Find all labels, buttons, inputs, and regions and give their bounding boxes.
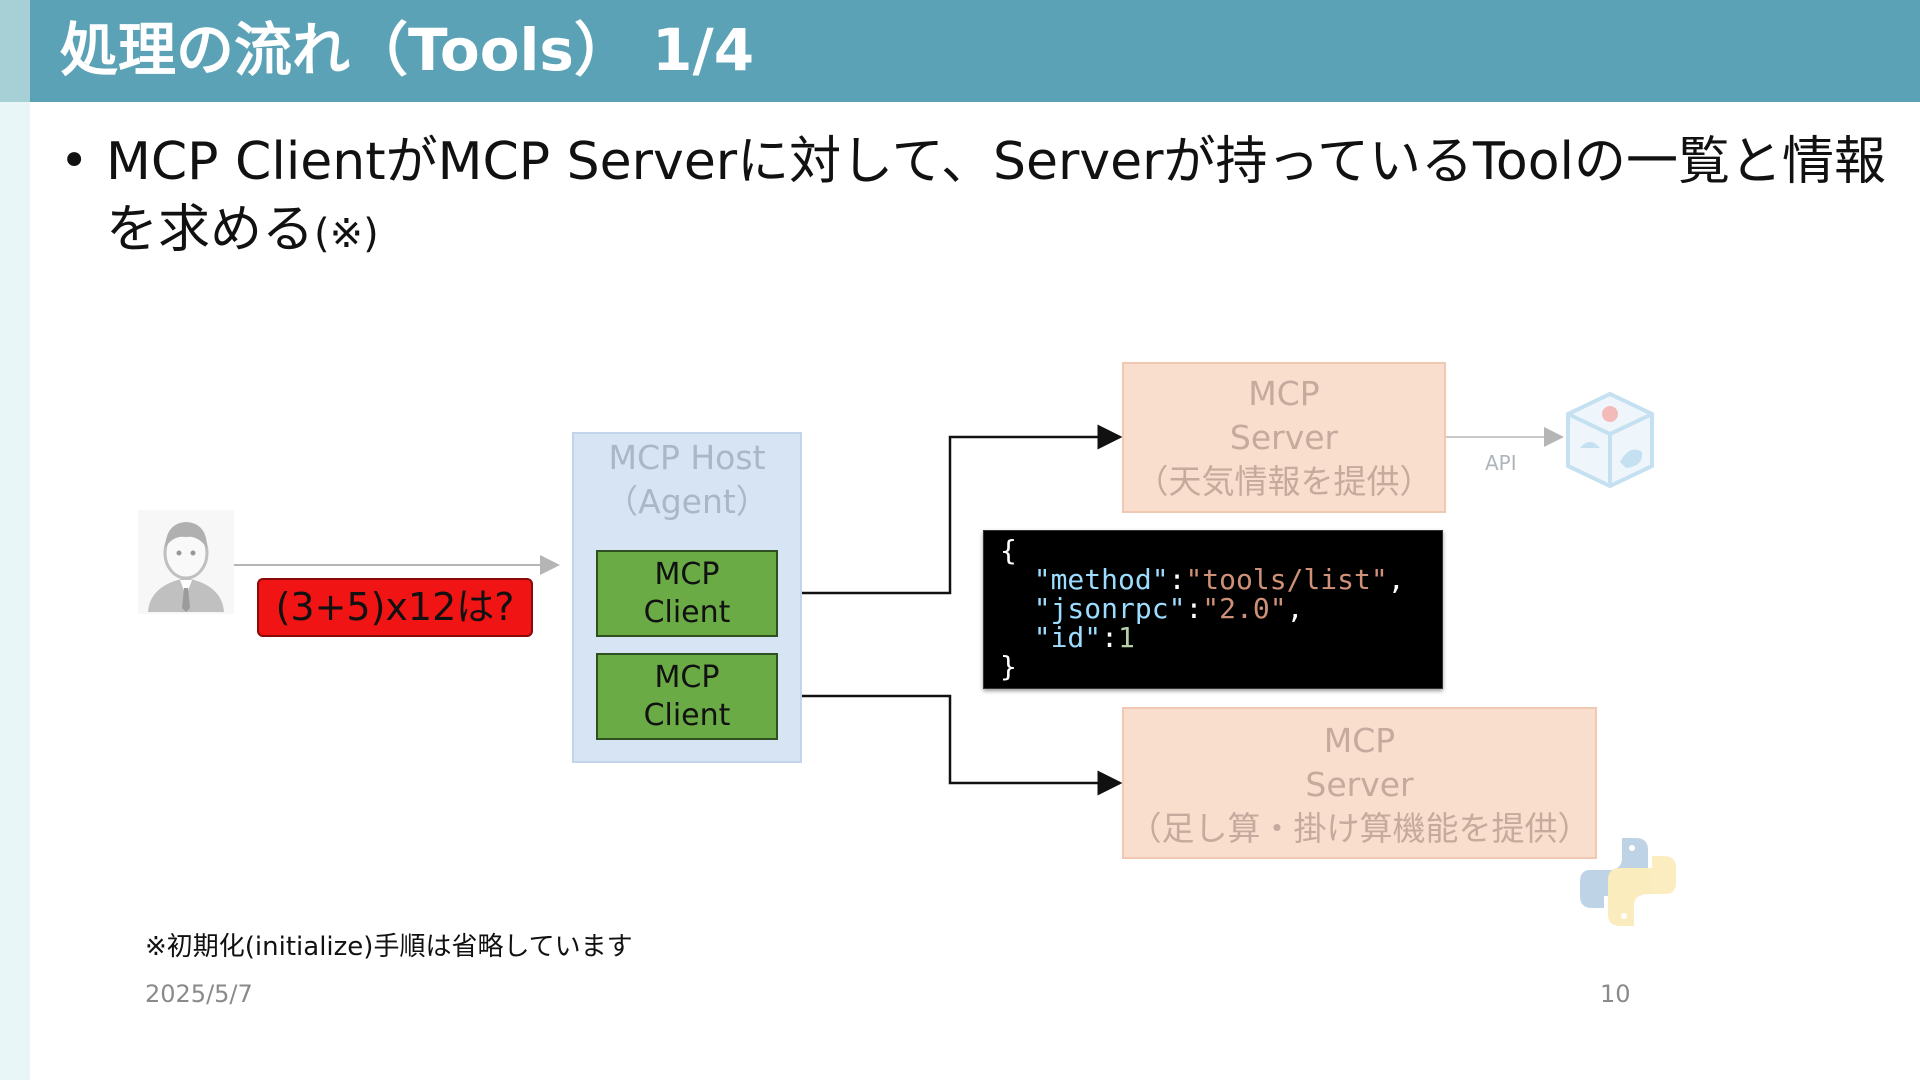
bullet-note: (※) <box>314 211 379 257</box>
server1-line1: MCP <box>1248 374 1320 413</box>
code-open-brace: { <box>1000 534 1017 567</box>
footer-date: 2025/5/7 <box>145 980 253 1008</box>
code-id-value: 1 <box>1118 621 1135 654</box>
code-jsonrpc-value: "2.0" <box>1202 592 1287 625</box>
mcp-server-weather: MCP Server （天気情報を提供） <box>1122 362 1446 513</box>
title-accent <box>0 0 30 102</box>
api-label: API <box>1485 451 1517 475</box>
title-bar <box>30 0 1920 102</box>
slide-title: 処理の流れ（Tools） 1/4 <box>60 16 755 84</box>
bullet-text: MCP ClientがMCP Serverに対して、Serverが持っているTo… <box>106 128 1886 268</box>
user-avatar-icon <box>138 510 234 614</box>
page-number: 10 <box>1600 980 1631 1008</box>
footnote: ※初期化(initialize)手順は省略しています <box>145 932 633 962</box>
server2-line3: （足し算・掛け算機能を提供） <box>1128 809 1591 848</box>
bullet-marker: • <box>60 133 89 189</box>
code-id-key: "id" <box>1033 621 1102 654</box>
client1-to-server1-arrow <box>778 424 1123 595</box>
mcp-client-box-1: MCP Client <box>596 550 778 637</box>
client2-to-server2-arrow <box>778 694 1123 796</box>
mcp-client-box-2: MCP Client <box>596 653 778 740</box>
weather-box-icon <box>1566 391 1654 489</box>
json-rpc-code-block: { "method":"tools/list", "jsonrpc":"2.0"… <box>983 530 1443 689</box>
code-method-value: "tools/list" <box>1185 563 1388 596</box>
mcp-host-subtitle: （Agent） <box>605 482 769 521</box>
mcp-host-title: MCP Host <box>608 438 766 477</box>
code-method-key: "method" <box>1033 563 1169 596</box>
mcp-server-calc: MCP Server （足し算・掛け算機能を提供） <box>1122 707 1597 859</box>
code-jsonrpc-key: "jsonrpc" <box>1033 592 1186 625</box>
bullet-main-text: MCP ClientがMCP Serverに対して、Serverが持っているTo… <box>106 132 1886 260</box>
user-question-bubble: (3+5)x12は? <box>257 578 533 637</box>
server2-line2: Server <box>1305 765 1414 804</box>
mcp-host-label: MCP Host （Agent） <box>572 436 802 524</box>
server2-line1: MCP <box>1323 721 1396 760</box>
python-logo-icon <box>1580 838 1676 926</box>
left-accent-strip <box>0 102 30 1080</box>
server1-line2: Server <box>1229 418 1339 457</box>
code-close-brace: } <box>1000 650 1017 683</box>
server1-line3: （天気情報を提供） <box>1135 462 1433 501</box>
